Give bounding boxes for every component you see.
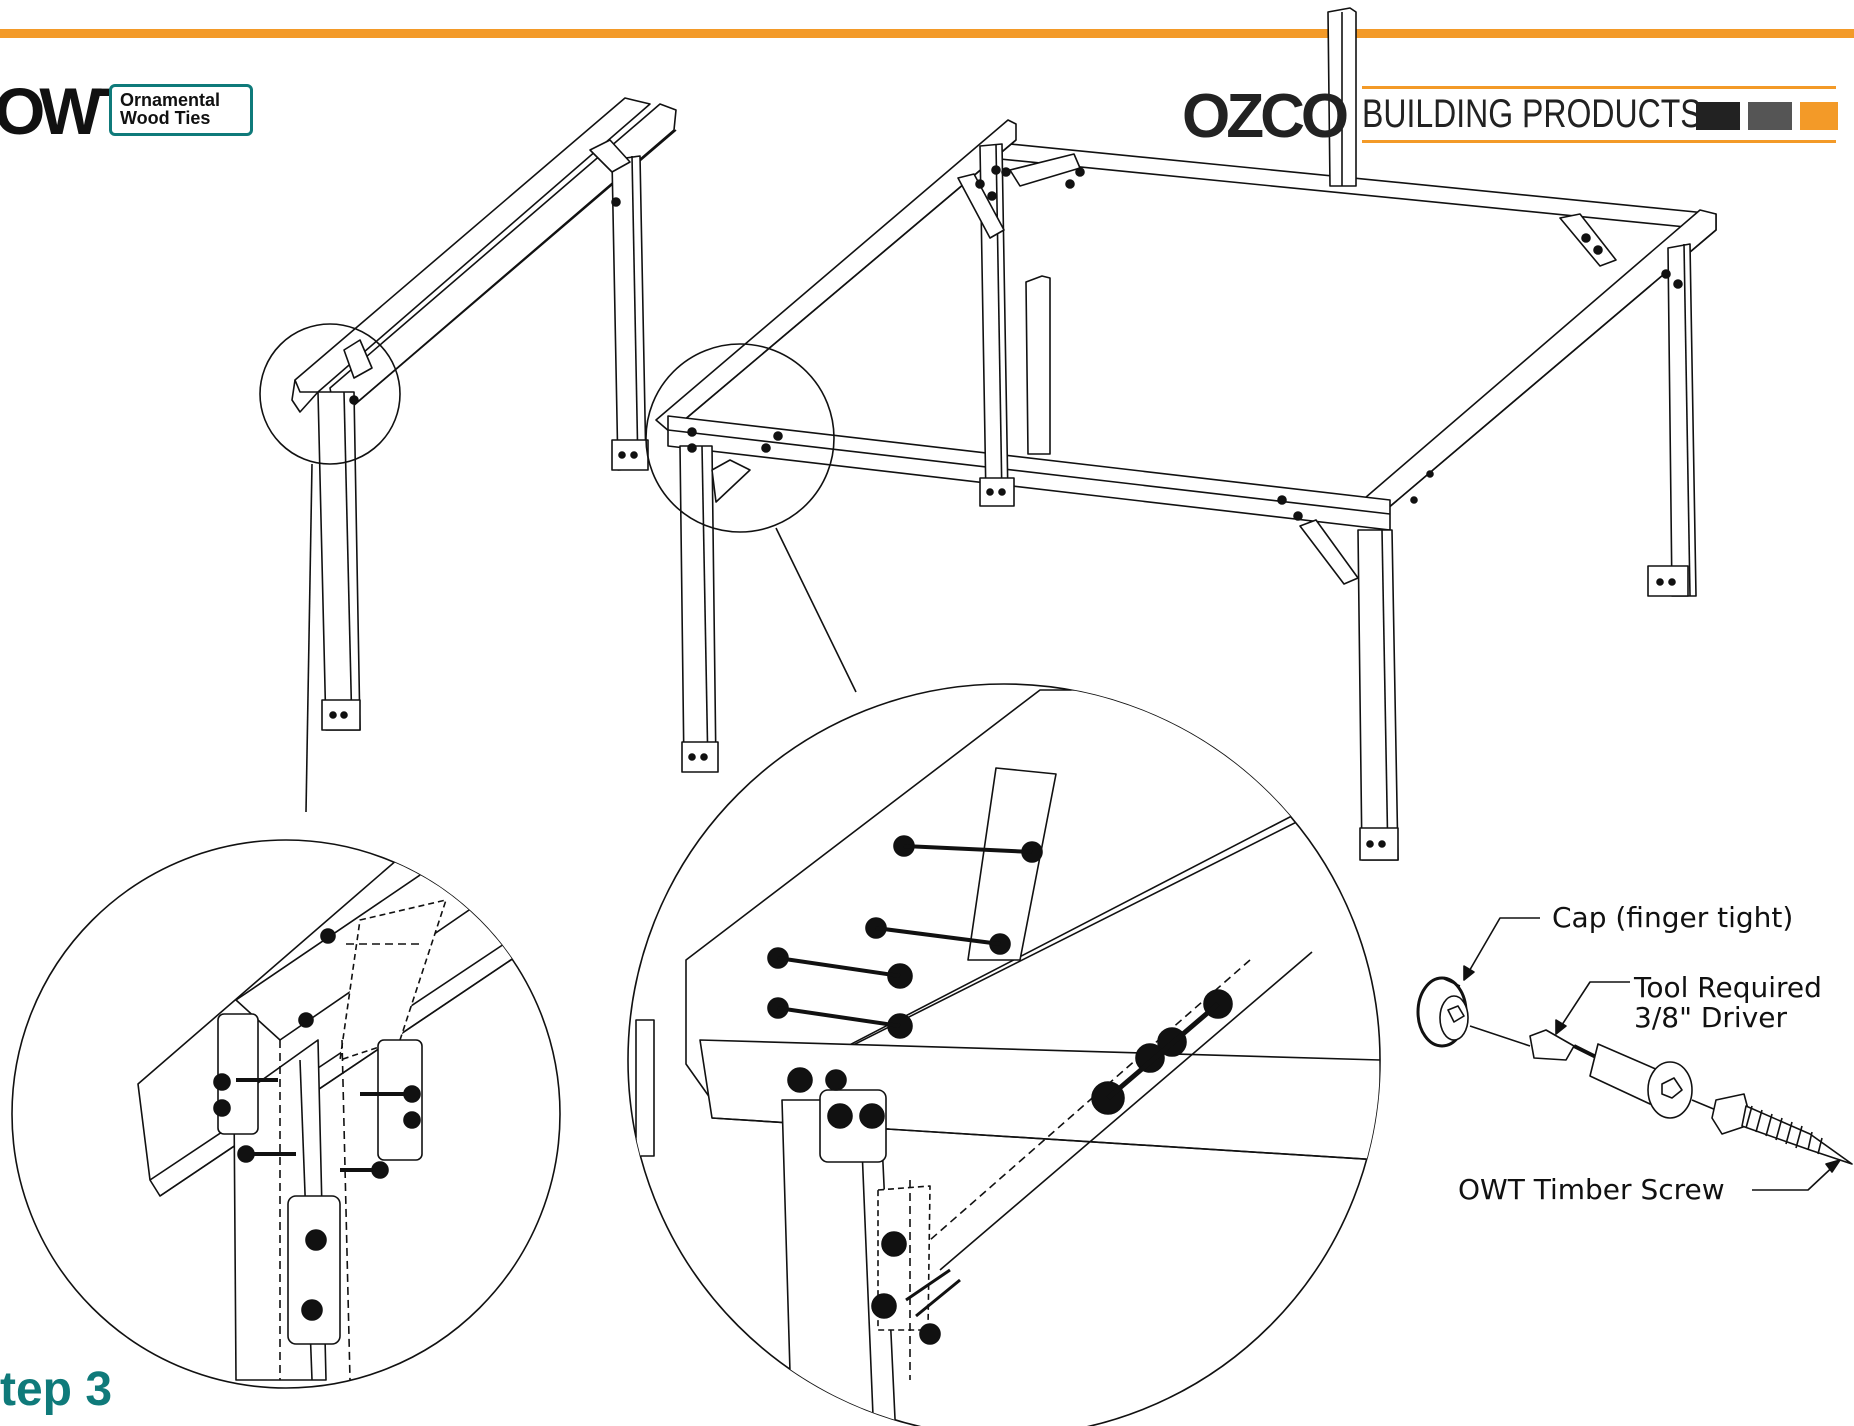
screw-label: OWT Timber Screw bbox=[1458, 1173, 1725, 1206]
screw-leader bbox=[1752, 1159, 1841, 1191]
detail-indicator-left bbox=[259, 323, 401, 465]
ozco-square-orange bbox=[1800, 102, 1838, 130]
ozco-square-dark bbox=[1696, 102, 1740, 130]
owt-logo-line1: Ornamental bbox=[120, 90, 221, 110]
detail-view-left bbox=[11, 839, 561, 1389]
tool-leader bbox=[1555, 981, 1630, 1035]
tool-label-line2: 3/8" Driver bbox=[1634, 1001, 1788, 1034]
driver-tool bbox=[1529, 1029, 1575, 1061]
cap-label: Cap (finger tight) bbox=[1552, 901, 1794, 934]
detail-indicator-right bbox=[645, 343, 835, 533]
ozco-logo: OZCO BUILDING PRODUCTS bbox=[1182, 82, 1842, 151]
ozco-logo-tagline: BUILDING PRODUCTS bbox=[1362, 92, 1702, 136]
ozco-logo-word: OZCO bbox=[1182, 82, 1349, 151]
ozco-rule-bottom bbox=[1362, 140, 1836, 143]
owt-logo: OWT Ornamental Wood Ties bbox=[0, 78, 260, 144]
left-frame bbox=[291, 97, 677, 731]
ozco-square-mid bbox=[1748, 102, 1792, 130]
owt-logo-badge: Ornamental Wood Ties bbox=[109, 84, 253, 136]
main-frame bbox=[655, 7, 1717, 861]
ozco-rule-top bbox=[1362, 86, 1836, 89]
top-accent-bar bbox=[0, 29, 1854, 38]
leader-line-left bbox=[305, 463, 313, 813]
tool-label-line1: Tool Required bbox=[1634, 971, 1822, 1004]
step-title: tep 3 bbox=[0, 1363, 113, 1416]
owt-logo-line2: Wood Ties bbox=[120, 108, 211, 128]
cap-leader bbox=[1463, 917, 1540, 981]
detail-view-right bbox=[627, 683, 1381, 1426]
hardware-exploded-view bbox=[1416, 917, 1853, 1191]
leader-line-right bbox=[775, 527, 857, 693]
